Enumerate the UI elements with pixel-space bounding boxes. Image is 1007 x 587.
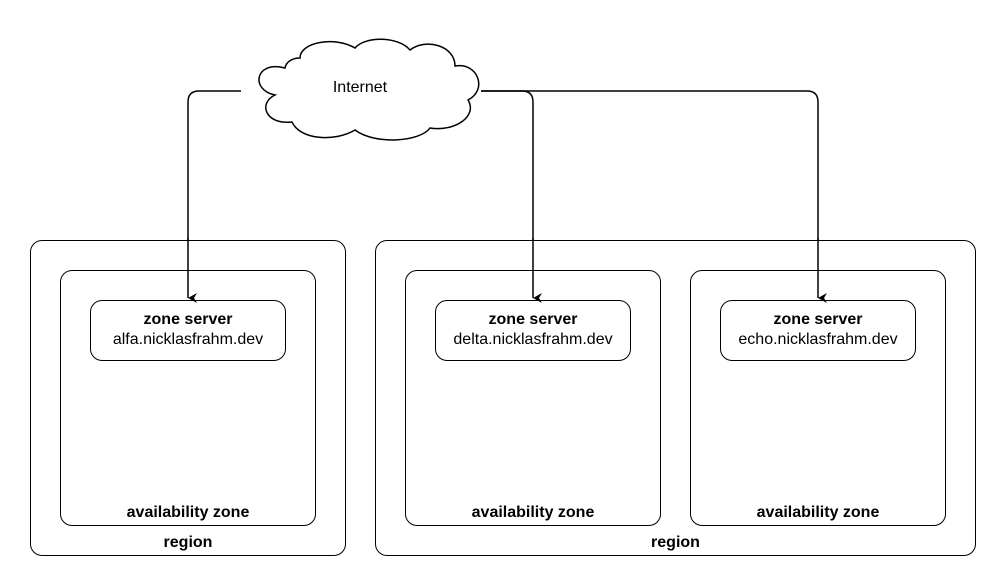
- cloud-label: Internet: [332, 79, 388, 96]
- zone-server-title: zone server: [143, 311, 233, 328]
- zone-server-host: delta.nicklasfrahm.dev: [453, 331, 613, 348]
- zone-server-host: alfa.nicklasfrahm.dev: [112, 331, 264, 348]
- arrow-internet-to-alfa: [187, 90, 241, 303]
- arrow-internet-to-echo: [481, 90, 827, 303]
- region-label: region: [651, 534, 700, 551]
- zone-server-title: zone server: [488, 311, 578, 328]
- availability-zone-label: availability zone: [756, 504, 880, 521]
- availability-zone-label: availability zone: [471, 504, 595, 521]
- zone-server-echo: zone server echo.nicklasfrahm.dev: [720, 300, 916, 361]
- zone-server-alfa: zone server alfa.nicklasfrahm.dev: [90, 300, 286, 361]
- availability-zone-label: availability zone: [126, 504, 250, 521]
- zone-server-host: echo.nicklasfrahm.dev: [738, 331, 898, 348]
- cloud-icon: [258, 38, 480, 141]
- zone-server-title: zone server: [773, 311, 863, 328]
- zone-server-delta: zone server delta.nicklasfrahm.dev: [435, 300, 631, 361]
- region-label: region: [163, 534, 213, 551]
